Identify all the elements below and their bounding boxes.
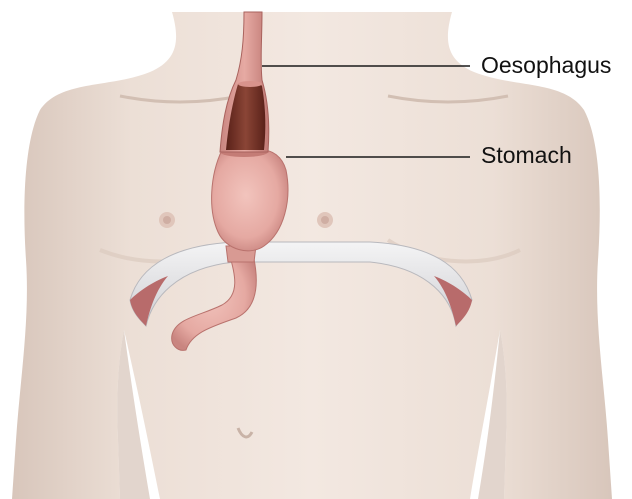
oesophagus-label: Oesophagus (481, 54, 611, 77)
stomach-label: Stomach (481, 144, 572, 167)
